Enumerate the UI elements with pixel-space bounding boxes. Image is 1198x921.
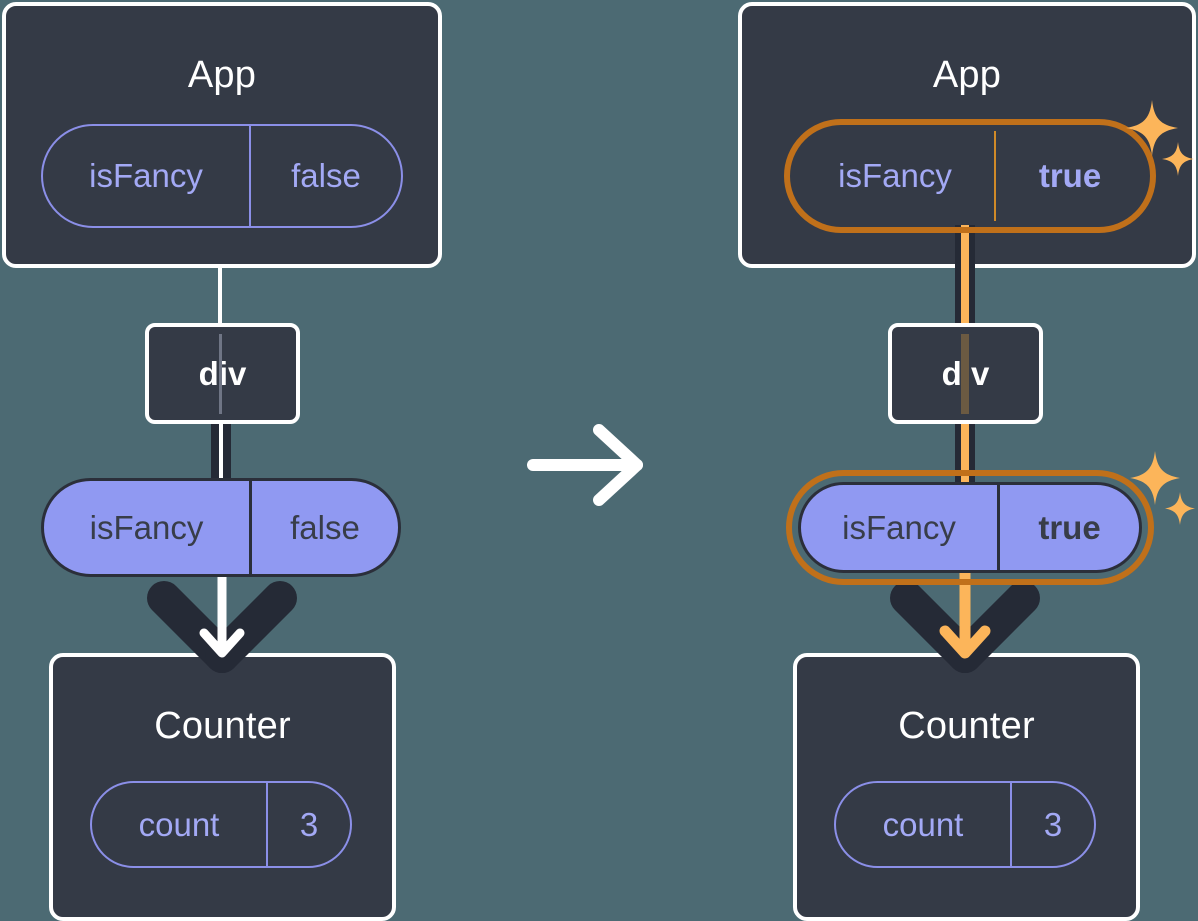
app-title-before: App (187, 54, 257, 96)
counter-title-after: Counter (898, 705, 1035, 747)
counter-state-pill-before[interactable]: count 3 (90, 781, 352, 868)
prop-pill-value-after: true (997, 485, 1139, 570)
counter-title-before: Counter (154, 705, 291, 747)
sparkle-prop-icon (1130, 451, 1195, 525)
prop-pill-name-after: isFancy (842, 508, 956, 546)
counter-box-after: Counter (793, 653, 1140, 921)
line-inside-div-before (219, 334, 222, 414)
app-state-pill-value-before: false (249, 126, 401, 226)
app-state-pill-value-after: true (994, 131, 1144, 221)
line-div-to-prop-before-white (219, 420, 223, 490)
counter-state-pill-name-before: count (138, 805, 220, 843)
prop-pill-after[interactable]: isFancy true (798, 482, 1142, 573)
transition-arrow-icon (527, 424, 643, 506)
sparkle-app-icon (1126, 100, 1194, 176)
line-div-to-prop-after-orange (961, 420, 969, 490)
app-state-pill-name-after: isFancy (838, 157, 952, 194)
prop-pill-value-before: false (249, 481, 398, 574)
div-box-before: div (145, 323, 300, 424)
prop-to-counter-arrow-after (890, 573, 1040, 673)
app-state-pill-before[interactable]: isFancy false (41, 124, 403, 228)
counter-state-pill-name-after: count (882, 805, 964, 843)
line-app-to-div-after-orange (961, 225, 969, 330)
counter-state-pill-after[interactable]: count 3 (834, 781, 1096, 868)
counter-state-pill-value-before: 3 (266, 783, 350, 866)
app-state-pill-after[interactable]: isFancy true (796, 131, 1144, 221)
div-box-label-before: div (198, 354, 247, 392)
prop-pill-name-before: isFancy (89, 508, 204, 546)
line-app-to-div-before (218, 266, 222, 326)
line-inside-div-after (961, 334, 969, 414)
prop-pill-before[interactable]: isFancy false (41, 478, 401, 577)
counter-state-pill-value-after: 3 (1010, 783, 1094, 866)
prop-to-counter-arrow-before (147, 573, 297, 673)
prop-pill-highlight-outer-after (786, 470, 1154, 585)
app-state-pill-highlight-outer-after (784, 119, 1156, 233)
app-state-pill-name-before: isFancy (89, 157, 203, 194)
app-title-after: App (932, 54, 1002, 96)
